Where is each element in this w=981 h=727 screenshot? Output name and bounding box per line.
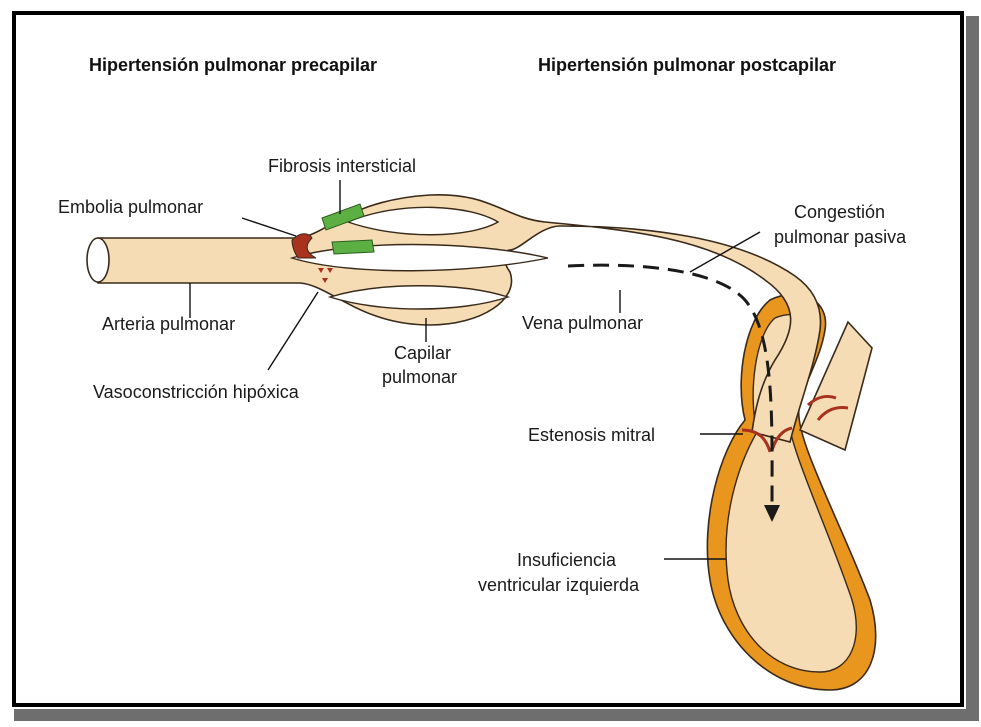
label-fibrosis: Fibrosis intersticial: [268, 156, 416, 176]
fibrosis-patch-lower: [332, 240, 374, 254]
label-vasoconstriccion: Vasoconstricción hipóxica: [93, 382, 300, 402]
label-congestion-1: Congestión: [794, 202, 885, 222]
label-insuficiencia-1: Insuficiencia: [517, 550, 617, 570]
label-estenosis: Estenosis mitral: [528, 425, 655, 445]
header-postcapilar: Hipertensión pulmonar postcapilar: [538, 55, 836, 75]
header-precapilar: Hipertensión pulmonar precapilar: [89, 55, 377, 75]
leader-embolia: [242, 218, 296, 236]
artery-opening: [87, 238, 109, 282]
label-arteria: Arteria pulmonar: [102, 314, 235, 334]
label-capilar-2: pulmonar: [382, 367, 457, 387]
leader-vasoconstriccion: [268, 292, 318, 370]
label-capilar-1: Capilar: [394, 343, 451, 363]
label-embolia: Embolia pulmonar: [58, 197, 203, 217]
label-insuficiencia-2: ventricular izquierda: [478, 575, 640, 595]
label-vena: Vena pulmonar: [522, 313, 643, 333]
label-congestion-2: pulmonar pasiva: [774, 227, 907, 247]
